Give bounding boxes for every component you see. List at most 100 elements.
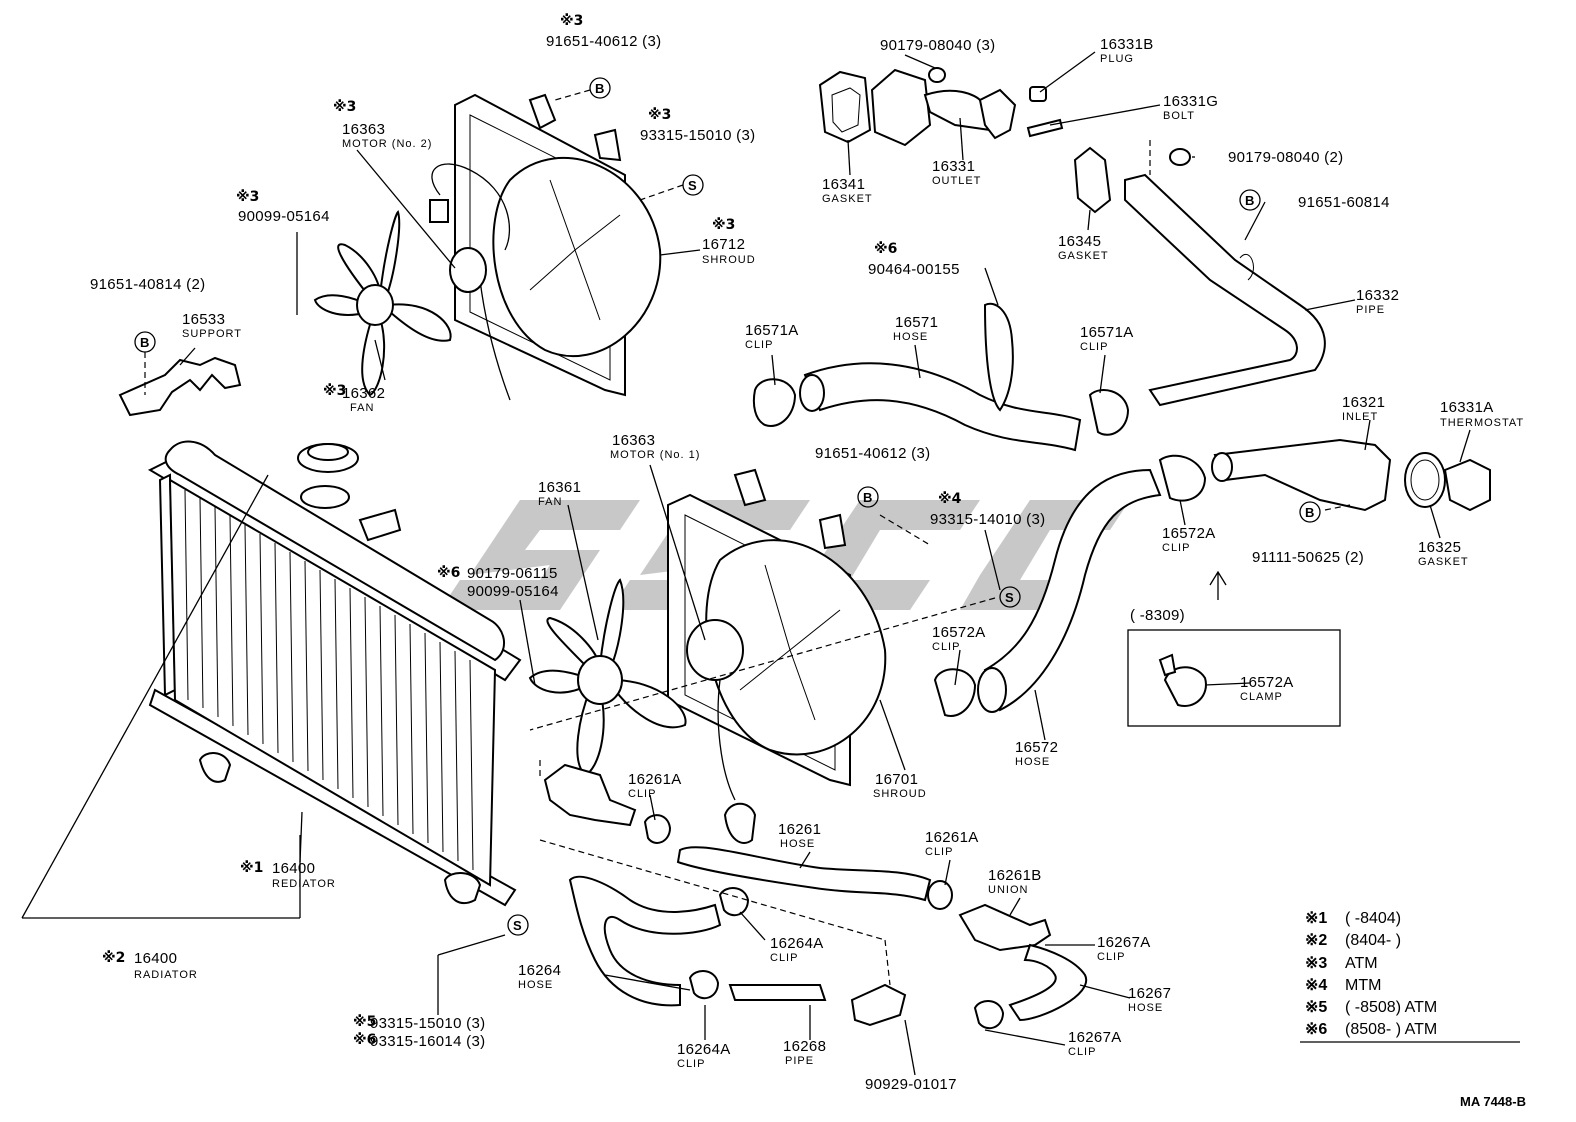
- part-name: UNION: [988, 884, 1029, 896]
- part-name: THERMOSTAT: [1440, 417, 1525, 429]
- part-number: 90099-05164: [238, 208, 330, 225]
- part-number: 16331G: [1163, 93, 1219, 110]
- part-number: 16400: [272, 860, 316, 877]
- part-name: HOSE: [1128, 1002, 1164, 1014]
- part-number: 93315-14010 (3): [930, 511, 1046, 528]
- part-name: CLIP: [925, 846, 954, 858]
- note-mark: ※6: [353, 1032, 377, 1048]
- part-name: GASKET: [822, 193, 873, 205]
- part-number: 16400: [134, 950, 178, 967]
- part-name: CLIP: [932, 641, 961, 653]
- part-number: 90179-08040 (3): [880, 37, 996, 54]
- legend-text: ATM: [1345, 955, 1378, 972]
- part-number: 91651-40612 (3): [546, 33, 662, 50]
- clamp-inset-drawing: [1127, 570, 1341, 727]
- part-number: 16261: [778, 821, 822, 838]
- part-number: 16331B: [1100, 36, 1154, 53]
- part-number: 93315-15010 (3): [640, 127, 756, 144]
- part-number: 91651-40612 (3): [815, 445, 931, 462]
- part-name: CLIP: [677, 1058, 706, 1070]
- part-number: 16264: [518, 962, 562, 979]
- support-bracket-drawing: [118, 356, 242, 417]
- part-name: SHROUD: [702, 254, 756, 266]
- part-number: 16571A: [1080, 324, 1134, 341]
- part-number: 16701: [875, 771, 919, 788]
- part-name: RADIATOR: [134, 969, 198, 981]
- outlet-group-drawing: [818, 67, 1191, 214]
- part-name: CLIP: [1068, 1046, 1097, 1058]
- legend-mark: ※4: [1305, 977, 1328, 994]
- radiator-drawing: [147, 440, 522, 907]
- legend-mark: ※3: [1305, 955, 1328, 972]
- part-name: FAN: [350, 402, 375, 414]
- legend-mark: ※5: [1305, 999, 1328, 1016]
- callout-b: B: [595, 81, 605, 96]
- part-name: INLET: [1342, 411, 1379, 423]
- note-mark: ※3: [560, 13, 584, 29]
- part-name: CLIP: [770, 952, 799, 964]
- part-name: CLIP: [1080, 341, 1109, 353]
- callout-s: S: [513, 918, 522, 933]
- part-name: HOSE: [893, 331, 929, 343]
- part-number: 16362: [342, 385, 386, 402]
- part-number: 16267A: [1068, 1029, 1122, 1046]
- part-number: 16268: [783, 1038, 827, 1055]
- part-name: MOTOR (No. 2): [342, 138, 433, 150]
- part-name: CLIP: [628, 788, 657, 800]
- note-mark: ※3: [333, 99, 357, 115]
- note-mark: ※6: [437, 565, 461, 581]
- callout-circles: [134, 77, 1321, 936]
- part-name: BOLT: [1163, 110, 1195, 122]
- part-number: 16267: [1128, 985, 1172, 1002]
- part-name: GASKET: [1418, 556, 1469, 568]
- part-number: 16572A: [1240, 674, 1294, 691]
- part-number: 16321: [1342, 394, 1386, 411]
- part-number: 16264A: [770, 935, 824, 952]
- part-number: 16325: [1418, 539, 1462, 556]
- callout-b: B: [1245, 193, 1255, 208]
- part-name: GASKET: [1058, 250, 1109, 262]
- part-number: 90179-06115: [467, 565, 558, 582]
- part-number: 16533: [182, 311, 226, 328]
- callout-s: S: [1005, 590, 1014, 605]
- part-number: 90929-01017: [865, 1076, 957, 1093]
- part-name: SUPPORT: [182, 328, 242, 340]
- lower-fan-drawing: [528, 578, 687, 777]
- legend-text: (8404- ): [1345, 932, 1402, 949]
- part-number: 16332: [1356, 287, 1400, 304]
- hose-16571-drawing: [752, 302, 1130, 452]
- part-number: 16345: [1058, 233, 1102, 250]
- part-number: 16571: [895, 314, 939, 331]
- part-number: 90464-00155: [868, 261, 960, 278]
- part-name: HOSE: [1015, 756, 1051, 768]
- note-mark: ※2: [102, 950, 126, 966]
- part-number: 16261B: [988, 867, 1042, 884]
- part-number: 16341: [822, 176, 866, 193]
- callout-b: B: [140, 335, 150, 350]
- part-number: 91111-50625 (2): [1252, 549, 1365, 566]
- lower-fan-shroud-drawing: [667, 468, 887, 844]
- part-name: MOTOR (No. 1): [610, 449, 701, 461]
- part-number: 91651-40814 (2): [90, 276, 206, 293]
- legend-text: ( -8508) ATM: [1345, 999, 1438, 1016]
- note-mark: ※3: [323, 383, 347, 399]
- hose-16572-drawing: [933, 438, 1491, 717]
- note-mark: ※3: [236, 189, 260, 205]
- note-mark: ※6: [874, 241, 898, 257]
- leader-lines: [21, 51, 1520, 1076]
- legend-text: MTM: [1345, 977, 1382, 994]
- drawing-reference: MA 7448-B: [1460, 1094, 1526, 1109]
- part-number: 16261A: [628, 771, 682, 788]
- note-mark: ※3: [712, 217, 736, 233]
- part-name: HOSE: [518, 979, 554, 991]
- part-name: SHROUD: [873, 788, 927, 800]
- upper-fan-drawing: [313, 210, 452, 397]
- legend-mark: ※2: [1305, 932, 1328, 949]
- part-name: OUTLET: [932, 175, 982, 187]
- heater-hoses-drawing: [543, 763, 1088, 1030]
- part-name: CLAMP: [1240, 691, 1283, 703]
- part-number: 16572A: [932, 624, 986, 641]
- callout-s: S: [688, 178, 697, 193]
- part-name: PIPE: [1356, 304, 1386, 316]
